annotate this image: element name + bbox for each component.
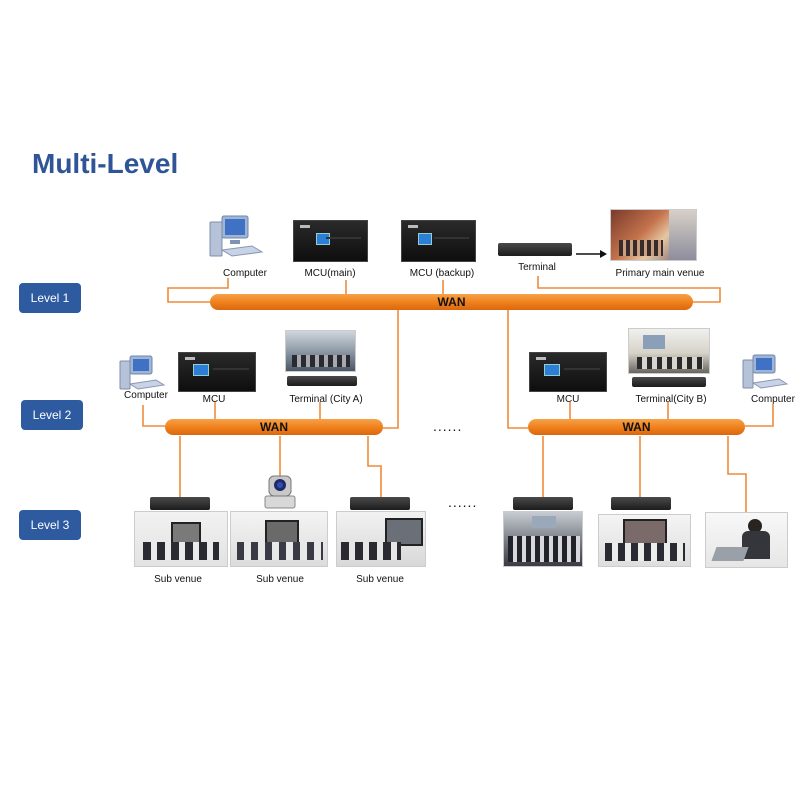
primary-venue-label: Primary main venue	[615, 268, 705, 279]
city-a-venue-photo	[285, 330, 356, 372]
arrow-icon	[576, 250, 607, 258]
wan-level2-left: WAN	[165, 419, 383, 435]
terminal-device	[498, 243, 572, 256]
link-l1-terminal	[537, 276, 721, 303]
l1-mcu-backup-label: MCU (backup)	[409, 268, 475, 279]
wan-level2-right: WAN	[528, 419, 745, 435]
link-l2r-computer	[745, 404, 774, 427]
l2l-terminal-label: Terminal (City A)	[289, 394, 363, 405]
sub-venue-label-2: Sub venue	[256, 574, 304, 585]
l1-terminal-label: Terminal	[518, 262, 556, 273]
mcu-backup-device	[401, 220, 476, 262]
link-l1-computer	[167, 278, 229, 303]
sub-venue-photo-4	[503, 511, 583, 567]
terminal-city-b-device	[632, 377, 706, 387]
sub-terminal-4	[513, 497, 573, 510]
sub-venue-photo-1	[134, 511, 228, 567]
city-b-venue-photo	[628, 328, 710, 374]
l2l-computer-label: Computer	[124, 390, 168, 401]
sub-venue-photo-6	[705, 512, 788, 568]
link-l1-l2-left	[383, 310, 399, 429]
link-l3-sub3	[367, 436, 382, 497]
mcu-main-device	[293, 220, 368, 262]
link-l1-l2-right	[507, 310, 528, 429]
l2r-computer-label: Computer	[751, 394, 795, 405]
terminal-city-a-device	[287, 376, 357, 386]
l2r-terminal-label: Terminal(City B)	[635, 394, 707, 405]
primary-venue-photo	[610, 209, 697, 261]
sub-venue-photo-5	[598, 514, 691, 567]
sub-venue-label-3: Sub venue	[356, 574, 404, 585]
level-3-badge: Level 3	[19, 510, 81, 540]
computer-icon	[209, 215, 264, 257]
computer-icon	[742, 354, 789, 389]
ellipsis-level2: ......	[433, 418, 463, 434]
l2l-mcu-label: MCU	[202, 394, 226, 405]
link-l3-sub6	[727, 436, 747, 512]
sub-venue-photo-2	[230, 511, 328, 567]
sub-venue-photo-3	[336, 511, 426, 567]
link-l2l-computer	[142, 405, 165, 427]
wan-level1: WAN	[210, 294, 693, 310]
ellipsis-level3: ......	[448, 494, 478, 510]
sub-terminal-5	[611, 497, 671, 510]
mcu-city-b-device	[529, 352, 607, 392]
level-2-badge: Level 2	[21, 400, 83, 430]
sub-venue-label-1: Sub venue	[154, 574, 202, 585]
ptz-camera-icon	[264, 475, 296, 509]
l2r-mcu-label: MCU	[556, 394, 580, 405]
level-1-badge: Level 1	[19, 283, 81, 313]
l1-mcu-main-label: MCU(main)	[304, 268, 356, 279]
mcu-city-a-device	[178, 352, 256, 392]
sub-terminal-1	[150, 497, 210, 510]
l1-computer-label: Computer	[223, 268, 267, 279]
sub-terminal-3	[350, 497, 410, 510]
page-title: Multi-Level	[32, 148, 179, 179]
computer-icon	[119, 355, 166, 390]
